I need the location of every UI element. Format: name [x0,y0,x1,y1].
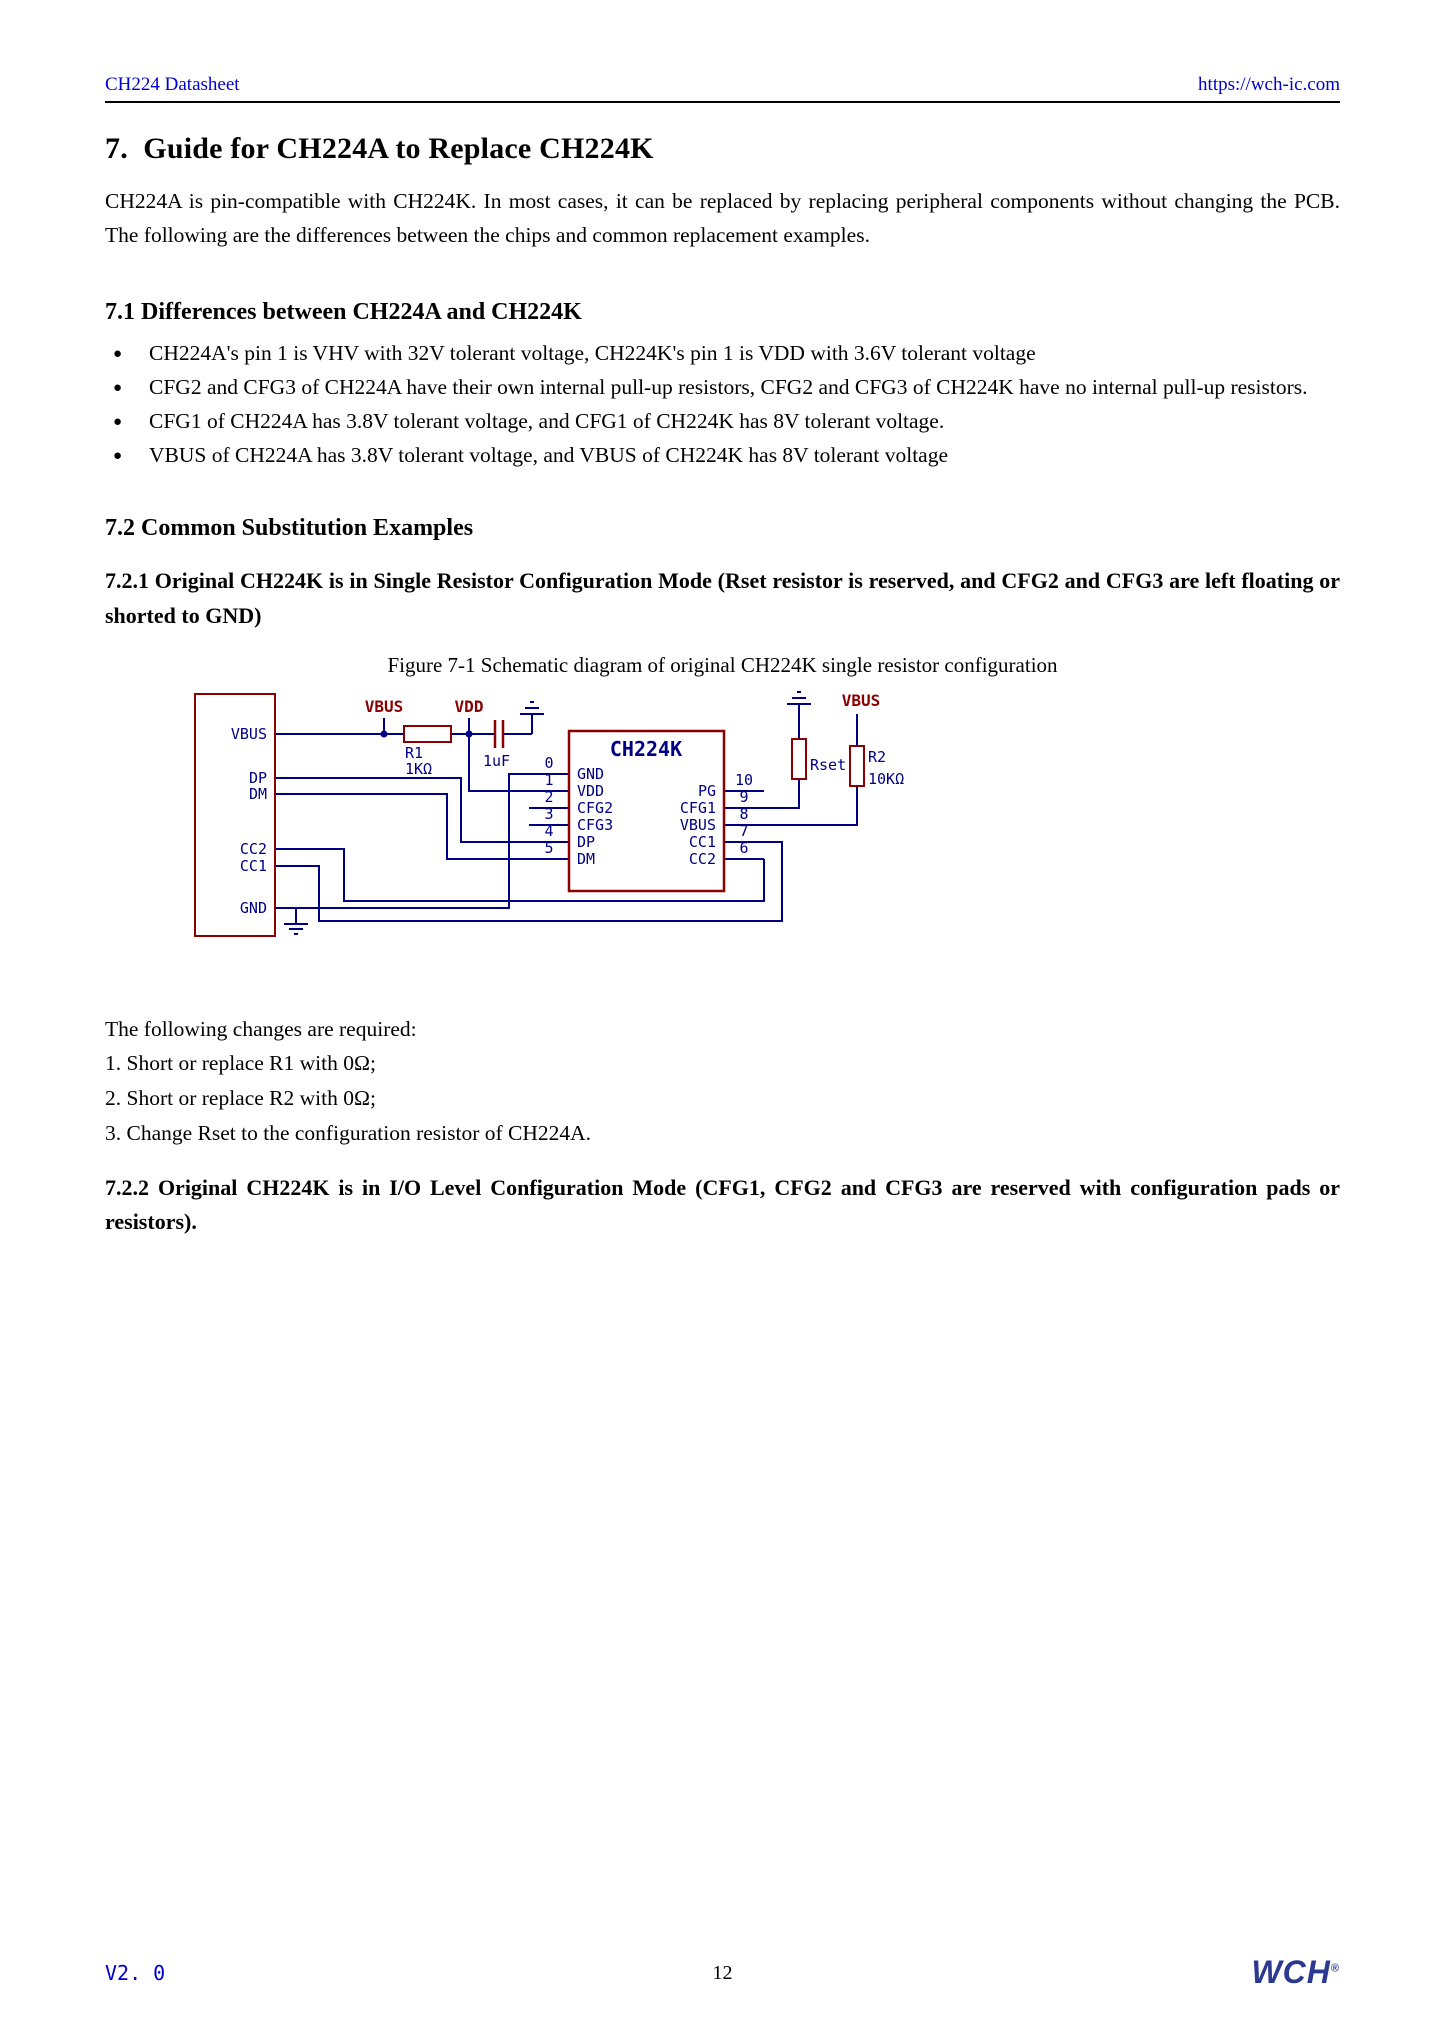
pin-number-3: 3 [544,805,553,823]
change-item: 1. Short or replace R1 with 0Ω; [105,1051,376,1076]
net-label-vbus-right: VBUS [842,691,881,710]
chip-pin-cc1: CC1 [689,833,716,851]
pin-number-1: 1 [544,771,553,789]
chip-box [567,729,726,892]
section-7-2-heading: 7.2 Common Substitution Examples [105,515,474,542]
pin-stubs-left [529,806,569,826]
list-item: ● VBUS of CH224A has 3.8V tolerant volta… [105,440,1340,471]
rset-ref-label: Rset [810,756,846,774]
pin-number-9: 9 [739,788,748,806]
intro-paragraph: CH224A is pin-compatible with CH224K. In… [105,189,1340,248]
capacitor-plates [493,719,505,748]
wch-logo: WCH® [1251,1954,1340,1991]
list-item: ● CH224A's pin 1 is VHV with 32V toleran… [105,338,1340,369]
chip-pin-cfg3: CFG3 [577,816,613,834]
pin-number-4: 4 [544,822,553,840]
wire-gnd [275,772,569,924]
connector-pin-gnd: GND [240,899,267,917]
section-7-title: 7. Guide for CH224A to Replace CH224K [105,132,654,165]
pin-number-10: 10 [735,771,753,789]
chip-pin-cc2: CC2 [689,850,716,868]
connector-pin-dp: DP [249,769,267,787]
header-url-link[interactable]: https://wch-ic.com [1198,74,1340,95]
cap-value-label: 1uF [483,752,510,770]
page-content: 7. Guide for CH224A to Replace CH224K CH… [105,132,1340,1235]
connector-pin-vbus: VBUS [231,725,267,743]
schematic-svg: VBUS VDD VBUS R1 1KΩ 1uF Rset R2 10KΩ VB… [194,690,904,937]
wch-logo-text: WCH [1251,1954,1331,1990]
pin-number-2: 2 [544,788,553,806]
list-item-text: CH224A's pin 1 is VHV with 32V tolerant … [149,340,1036,365]
section-7-1-heading: 7.1 Differences between CH224A and CH224… [105,298,582,325]
schematic-figure: VBUS VDD VBUS R1 1KΩ 1uF Rset R2 10KΩ VB… [189,684,1340,989]
r2-value-label: 10KΩ [868,770,904,788]
net-label-vbus-left: VBUS [365,697,404,716]
pin-number-8: 8 [739,805,748,823]
resistor-r1 [403,724,452,743]
pin-stubs-right [724,789,764,860]
list-item-text: VBUS of CH224A has 3.8V tolerant voltage… [149,443,949,468]
pin-number-7: 7 [739,822,748,840]
changes-intro: The following changes are required: [105,1016,417,1041]
required-changes: The following changes are required: 1. S… [105,1013,1340,1150]
gnd-symbol-top-left-icon [520,700,544,715]
page-header: CH224 Datasheet https://wch-ic.com [105,74,1340,96]
usb-connector-box [194,692,276,937]
r1-value-label: 1KΩ [405,760,432,778]
wire-cc1-cc2 [275,840,783,922]
net-label-vdd: VDD [455,697,484,716]
registered-mark-icon: ® [1330,1962,1340,1975]
resistor-rset [791,737,807,780]
r2-ref-label: R2 [868,748,886,766]
chip-title: CH224K [610,737,682,761]
wire-r2-vbus [764,713,858,826]
junction-dot-vdd [465,730,473,738]
wire-vbus-vdd [275,713,569,792]
page-number: 12 [712,1962,733,1984]
chip-pin-gnd: GND [577,765,604,783]
list-item-text: CFG1 of CH224A has 3.8V tolerant voltage… [149,409,945,434]
r1-ref-label: R1 [405,744,423,762]
differences-list: ● CH224A's pin 1 is VHV with 32V toleran… [105,338,1340,472]
change-item: 2. Short or replace R2 with 0Ω; [105,1086,376,1110]
bullet-icon: ● [113,414,123,431]
chip-pin-dp: DP [577,833,595,851]
list-item: ● CFG2 and CFG3 of CH224A have their own… [105,372,1340,403]
gnd-symbol-bottom-icon [284,922,308,935]
list-item-text: CFG2 and CFG3 of CH224A have their own i… [149,374,1308,399]
chip-pin-vdd: VDD [577,782,604,800]
connector-pin-cc1: CC1 [240,857,267,875]
list-item: ● CFG1 of CH224A has 3.8V tolerant volta… [105,406,1340,437]
junction-dot-vbus [380,730,388,738]
resistor-r2 [849,744,865,787]
change-item: 3. Change Rset to the configuration resi… [105,1120,592,1145]
section-7-2-1-heading: 7.2.1 Original CH224K is in Single Resis… [105,568,1340,628]
page-footer: V2. 0 12 WCH® [105,1949,1340,1991]
gnd-symbol-top-right-icon [787,690,811,705]
pin-number-5: 5 [544,839,553,857]
bullet-icon: ● [113,379,123,396]
chip-pin-cfg2: CFG2 [577,799,613,817]
wire-rset [764,703,800,809]
header-doc-title: CH224 Datasheet [105,74,240,95]
connector-pin-cc2: CC2 [240,840,267,858]
section-7-2-2-heading: 7.2.2 Original CH224K is in I/O Level Co… [105,1175,1340,1235]
header-rule [105,101,1340,103]
bullet-icon: ● [113,448,123,465]
chip-pin-vbus: VBUS [680,816,716,834]
connector-pin-dm: DM [249,785,267,803]
pin-number-6: 6 [739,839,748,857]
pin-number-0: 0 [544,754,553,772]
bullet-icon: ● [113,345,123,362]
chip-pin-cfg1: CFG1 [680,799,716,817]
chip-pin-pg: PG [698,782,716,800]
chip-pin-dm: DM [577,850,595,868]
version-label: V2. 0 [105,1961,166,1985]
figure-caption: Figure 7-1 Schematic diagram of original… [387,652,1058,677]
